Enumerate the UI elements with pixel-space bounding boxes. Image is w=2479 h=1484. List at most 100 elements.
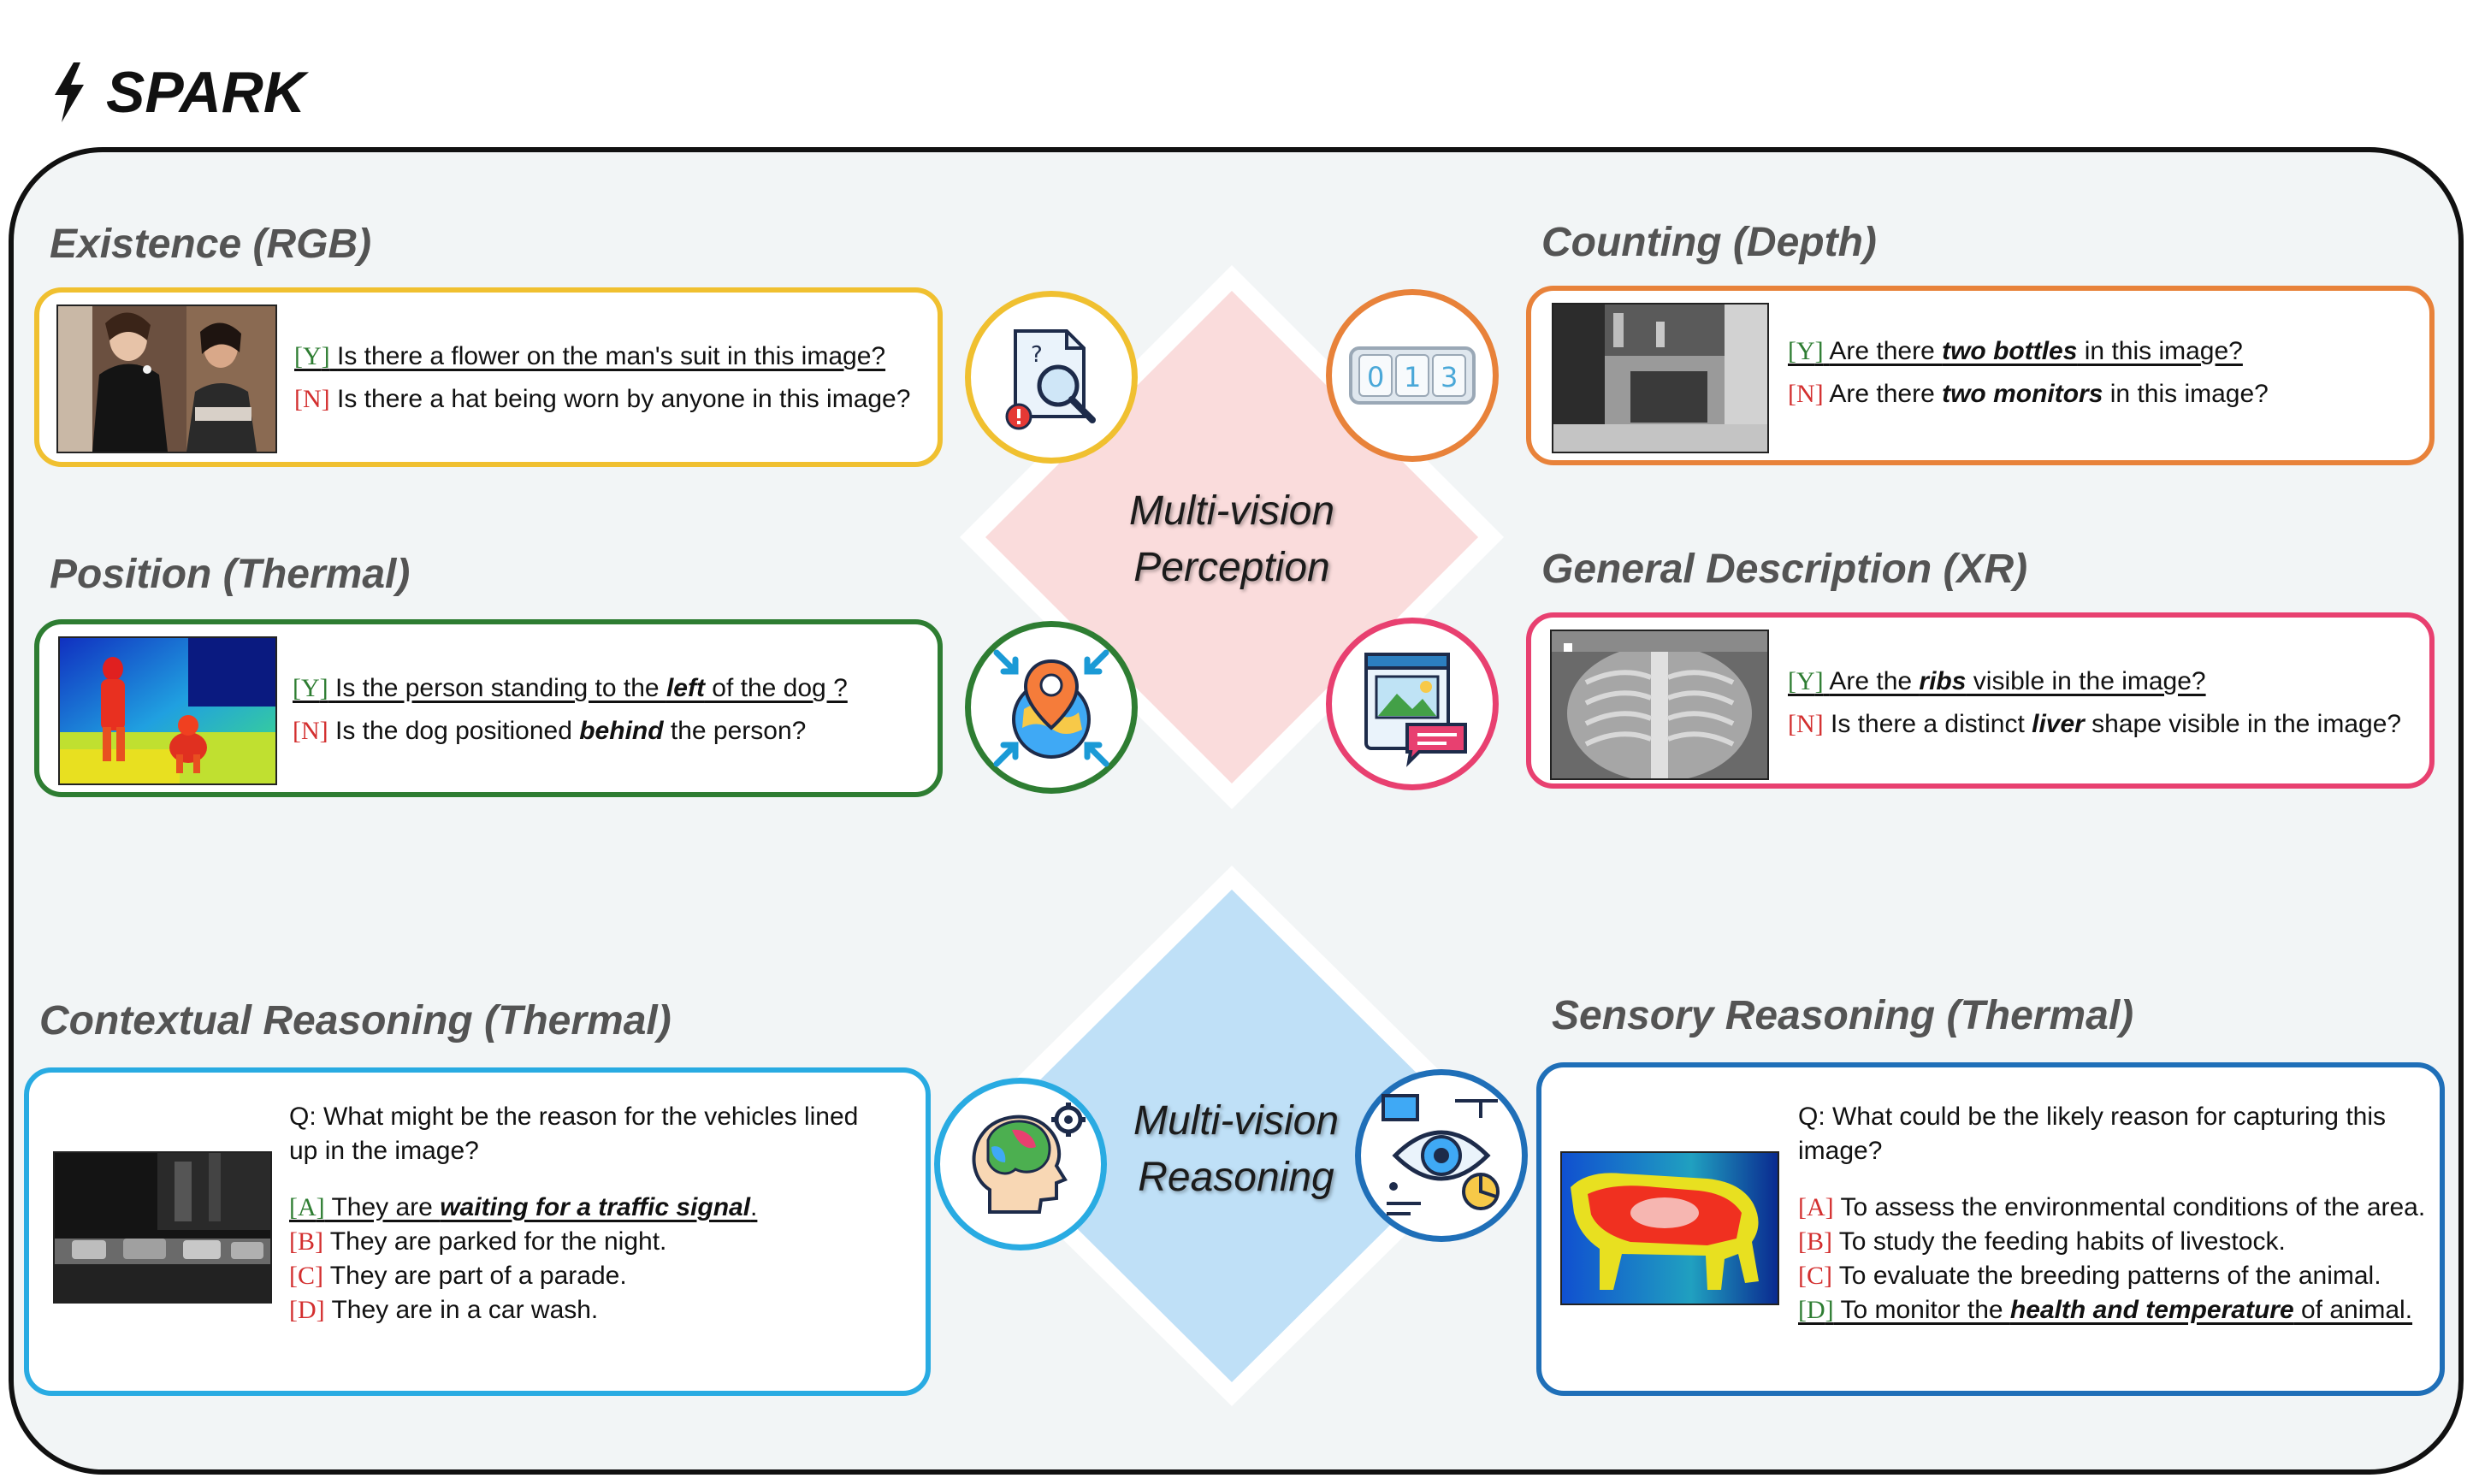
general-q2-c: shape visible in the image? (2084, 710, 2402, 738)
general-q2-tag: N (1796, 710, 1815, 738)
counting-image (1552, 303, 1769, 453)
image-chat-icon (1326, 618, 1499, 790)
contextual-d-tag: D (298, 1296, 317, 1324)
contextual-a-tag: A (298, 1193, 317, 1221)
existence-q2-tag: N (303, 385, 322, 413)
location-pin-icon (965, 621, 1138, 794)
position-q2-c: the person? (663, 717, 807, 745)
sensory-answer-d: [D] To monitor the health and temperatur… (1798, 1296, 2413, 1324)
contextual-c-tag: C (298, 1262, 316, 1290)
contextual-questions: Q: What might be the reason for the vehi… (289, 1100, 858, 1327)
existence-q2: [N] Is there a hat being worn by anyone … (294, 385, 911, 413)
contextual-answer-c: [C] They are part of a parade. (289, 1262, 627, 1290)
svg-text:0: 0 (1367, 361, 1384, 393)
page-title: SPARK (106, 60, 305, 125)
position-questions: [Y] Is the person standing to the left o… (293, 667, 848, 753)
contextual-c-text: They are part of a parade. (323, 1262, 627, 1290)
reasoning-label: Multi-vision Reasoning (1065, 1093, 1407, 1206)
sensory-title: Sensory Reasoning (Thermal) (1552, 993, 2134, 1038)
perception-label: Multi-vision Perception (1061, 483, 1403, 596)
svg-text:1: 1 (1404, 361, 1421, 393)
position-image (58, 636, 277, 785)
counting-box: [Y] Are there two bottles in this image?… (1526, 286, 2435, 465)
sensory-d-tag: D (1807, 1296, 1825, 1324)
contextual-answer-d: [D] They are in a car wash. (289, 1296, 599, 1324)
sensory-c-text: To evaluate the breeding patterns of the… (1832, 1262, 2381, 1290)
general-questions: [Y] Are the ribs visible in the image? [… (1788, 660, 2401, 746)
counting-q1: [Y] Are there two bottles in this image? (1788, 337, 2243, 365)
counting-q2: [N] Are there two monitors in this image… (1788, 380, 2269, 408)
position-q2-tag: N (301, 717, 320, 745)
contextual-answer-a: [A] They are waiting for a traffic signa… (289, 1193, 758, 1221)
contextual-question-line2: up in the image? (289, 1137, 479, 1165)
position-q1-b: left (666, 674, 705, 702)
existence-q1-tag: Y (303, 342, 322, 370)
general-q2: [N] Is there a distinct liver shape visi… (1788, 710, 2402, 738)
existence-title: Existence (RGB) (50, 222, 372, 267)
general-q2-a: Is there a distinct (1831, 710, 2032, 738)
sensory-d-emph: health and temperature (2009, 1296, 2294, 1324)
contextual-d-text: They are in a car wash. (324, 1296, 599, 1324)
svg-text:3: 3 (1441, 361, 1458, 393)
reasoning-label-line2: Reasoning (1138, 1155, 1334, 1200)
general-q1-a: Are the (1829, 667, 1920, 695)
sensory-questions: Q: What could be the likely reason for c… (1798, 1100, 2425, 1327)
general-q1-tag: Y (1796, 667, 1815, 695)
perception-label-line1: Multi-vision (1128, 488, 1335, 534)
general-q1-c: visible in the image? (1966, 667, 2206, 695)
lightning-icon (55, 62, 84, 122)
sensory-answer-b: [B] To study the feeding habits of lives… (1798, 1227, 2286, 1256)
existence-q1: [Y] Is there a flower on the man's suit … (294, 342, 886, 370)
counting-q1-tag: Y (1796, 337, 1815, 365)
counter-icon: 0 1 3 (1326, 289, 1499, 462)
counting-q1-a: Are there (1829, 337, 1943, 365)
sensory-b-tag: B (1807, 1227, 1825, 1256)
sensory-b-text: To study the feeding habits of livestock… (1832, 1227, 2286, 1256)
contextual-question-line1: Q: What might be the reason for the vehi… (289, 1103, 859, 1131)
general-q1-b: ribs (1919, 667, 1967, 695)
eye-analysis-icon (1355, 1069, 1528, 1242)
contextual-a-pre: They are (324, 1193, 441, 1221)
position-box: [Y] Is the person standing to the left o… (34, 619, 943, 797)
existence-box: [Y] Is there a flower on the man's suit … (34, 287, 943, 467)
position-title: Position (Thermal) (50, 552, 411, 597)
counting-title: Counting (Depth) (1541, 220, 1877, 265)
sensory-c-tag: C (1807, 1262, 1825, 1290)
title-bar: SPARK (51, 58, 305, 127)
reasoning-diamond (984, 890, 1480, 1382)
general-q1: [Y] Are the ribs visible in the image? (1788, 667, 2206, 695)
general-image (1550, 630, 1769, 780)
sensory-a-tag: A (1807, 1193, 1825, 1221)
existence-image (56, 304, 277, 453)
counting-q1-b: two bottles (1942, 337, 2078, 365)
contextual-b-text: They are parked for the night. (323, 1227, 667, 1256)
counting-q2-tag: N (1796, 380, 1815, 408)
sensory-image (1560, 1151, 1779, 1305)
position-q2: [N] Is the dog positioned behind the per… (293, 717, 807, 745)
counting-questions: [Y] Are there two bottles in this image?… (1788, 330, 2269, 416)
general-title: General Description (XR) (1541, 547, 2028, 592)
reasoning-label-line1: Multi-vision (1133, 1098, 1340, 1144)
existence-q2-text: Is there a hat being worn by anyone in t… (337, 385, 911, 413)
position-q1-a: Is the person standing to the (335, 674, 666, 702)
general-q2-b: liver (2032, 710, 2085, 738)
position-q1-c: of the dog ? (704, 674, 848, 702)
position-q2-b: behind (579, 717, 664, 745)
contextual-title: Contextual Reasoning (Thermal) (39, 998, 672, 1044)
contextual-answer-b: [B] They are parked for the night. (289, 1227, 667, 1256)
position-q1-tag: Y (301, 674, 320, 702)
position-q2-a: Is the dog positioned (335, 717, 580, 745)
sensory-answer-a: [A] To assess the environmental conditio… (1798, 1193, 2426, 1221)
contextual-a-emph: waiting for a traffic signal (440, 1193, 751, 1221)
contextual-box: Q: What might be the reason for the vehi… (24, 1067, 931, 1396)
sensory-question-line1: Q: What could be the likely reason for c… (1798, 1103, 2387, 1131)
sensory-answer-c: [C] To evaluate the breeding patterns of… (1798, 1262, 2381, 1290)
head-gear-icon (934, 1078, 1107, 1250)
counting-q2-b: two monitors (1942, 380, 2103, 408)
sensory-box: Q: What could be the likely reason for c… (1536, 1062, 2445, 1396)
counting-q2-c: in this image? (2103, 380, 2269, 408)
sensory-d-pre: To monitor the (1833, 1296, 2010, 1324)
existence-q1-text: Is there a flower on the man's suit in t… (337, 342, 886, 370)
existence-questions: [Y] Is there a flower on the man's suit … (294, 335, 910, 421)
general-box: [Y] Are the ribs visible in the image? [… (1526, 612, 2435, 789)
